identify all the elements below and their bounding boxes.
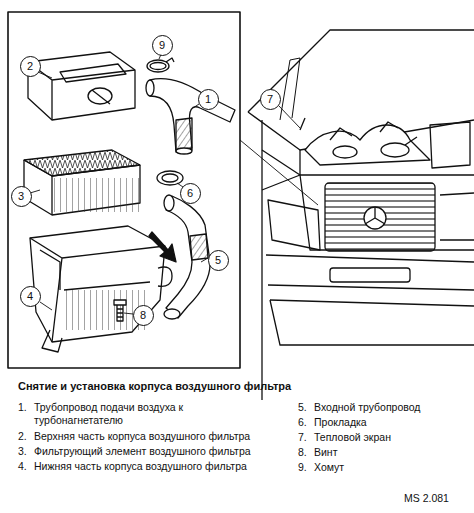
callout-number: 8 xyxy=(140,310,146,321)
supply-tube xyxy=(146,79,235,154)
van xyxy=(248,30,474,400)
callout-number: 2 xyxy=(27,61,33,72)
part-name: Тепловой экран xyxy=(314,431,469,444)
direction-arrow xyxy=(149,232,176,262)
item-number: 5. xyxy=(298,401,307,414)
item-number: 1. xyxy=(18,401,27,414)
item-number: 7. xyxy=(298,431,307,444)
callout-circle: 6 xyxy=(180,183,201,204)
item-number: 3. xyxy=(18,445,27,458)
item-number: 8. xyxy=(298,446,307,459)
callout-number: 5 xyxy=(215,255,221,266)
lower-housing xyxy=(30,226,172,352)
callout-circle: 1 xyxy=(198,89,219,110)
callout-circle: 4 xyxy=(20,286,41,307)
item-number: 2. xyxy=(18,430,27,443)
inset-frame xyxy=(8,12,240,368)
leader-lines xyxy=(30,52,318,314)
figure-code: MS 2.081 xyxy=(404,492,449,505)
callout-number: 1 xyxy=(205,94,211,105)
screw xyxy=(114,300,126,321)
part-name: Входной трубопровод xyxy=(314,401,469,414)
callout-number: 7 xyxy=(267,94,273,105)
item-number: 4. xyxy=(18,460,27,473)
part-name: Трубопровод подачи воздуха к турбонагнет… xyxy=(34,401,192,427)
gasket xyxy=(157,171,183,185)
title: Снятие и установка корпуса воздушного фи… xyxy=(18,380,291,393)
item-number: 9. xyxy=(298,461,307,474)
part-name: Верхняя часть корпуса воздушного фильтра xyxy=(34,430,294,443)
item-number: 6. xyxy=(298,416,307,429)
part-name: Прокладка xyxy=(314,416,469,429)
callout-number: 6 xyxy=(187,188,193,199)
callout-circle: 7 xyxy=(260,89,281,110)
callout-circle: 3 xyxy=(11,186,32,207)
callout-number: 4 xyxy=(27,291,33,302)
part-name: Винт xyxy=(314,446,469,459)
callout-number: 3 xyxy=(18,191,24,202)
filter-element xyxy=(24,150,140,215)
part-name: Хомут xyxy=(314,461,469,474)
upper-housing xyxy=(28,52,135,120)
callout-circle: 9 xyxy=(152,35,173,56)
callout-circle: 2 xyxy=(20,56,41,77)
part-name: Нижняя часть корпуса воздушного фильтра xyxy=(34,460,294,473)
clamp xyxy=(147,58,174,72)
part-name: Фильтрующий элемент воздушного фильтра xyxy=(34,445,294,458)
callout-circle: 5 xyxy=(208,250,229,271)
callout-number: 9 xyxy=(159,40,165,51)
callout-circle: 8 xyxy=(133,305,154,326)
